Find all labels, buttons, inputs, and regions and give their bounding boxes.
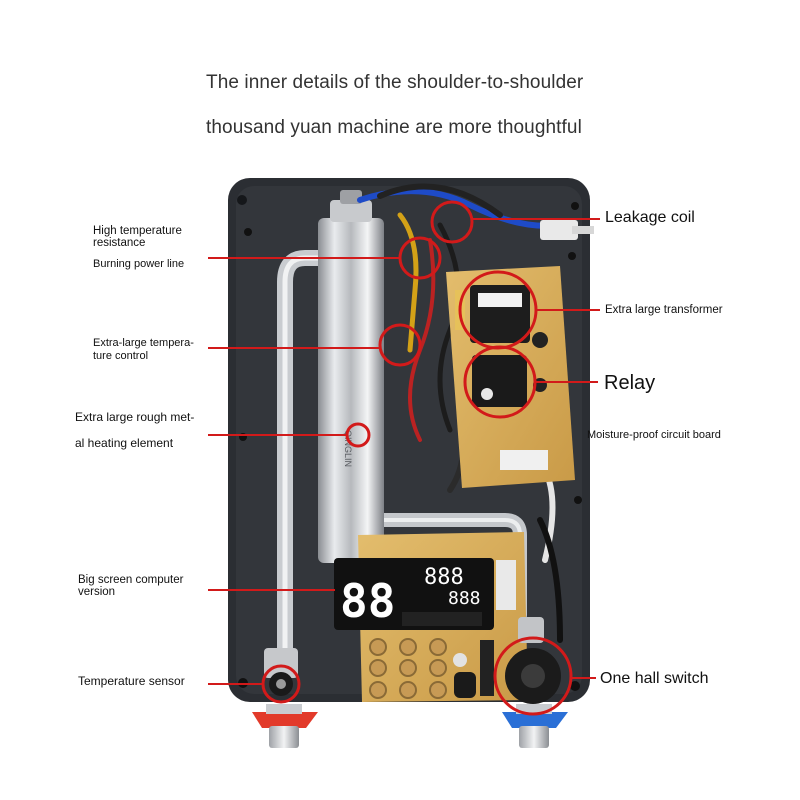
label-power-line-2: resistance xyxy=(93,237,146,249)
label-temp-control-2: ture control xyxy=(93,350,149,362)
leakage-coil-plug xyxy=(540,220,594,240)
heading-line-2: thousand yuan machine are more thoughtfu… xyxy=(206,117,582,138)
label-relay: Relay xyxy=(604,372,656,394)
label-power-line-3: Burning power line xyxy=(93,258,185,270)
callout-circle-leakage xyxy=(430,200,474,244)
display-mid-digits: 888 xyxy=(448,588,481,609)
callouts xyxy=(208,200,600,716)
main-circuit-board xyxy=(446,266,575,488)
heading-line-1: The inner details of the shoulder-to-sho… xyxy=(206,72,584,93)
display-top-digits: 888 xyxy=(424,565,464,590)
label-heating-2: al heating element xyxy=(75,436,174,450)
label-transformer: Extra large transformer xyxy=(605,304,723,316)
label-power-line-1: High temperature xyxy=(93,225,182,237)
display-big-digits: 88 xyxy=(340,574,395,628)
label-leakage-coil: Leakage coil xyxy=(605,209,695,226)
brand-vertical-text: QINGLIN xyxy=(343,430,353,467)
callout-circle-temp-control xyxy=(378,323,422,367)
relay xyxy=(472,355,527,407)
callout-circle-hall xyxy=(493,636,573,716)
cold-water-inlet xyxy=(502,704,568,748)
label-computer-2: version xyxy=(78,586,116,598)
hot-water-outlet xyxy=(252,704,318,748)
display-board: 88 888 888 xyxy=(334,532,528,702)
label-temp-control-1: Extra-large tempera- xyxy=(93,337,194,349)
label-temperature-sensor: Temperature sensor xyxy=(78,674,185,688)
label-heating-1: Extra large rough met- xyxy=(75,410,195,424)
label-circuit-board: Moisture-proof circuit board xyxy=(587,429,721,441)
heating-element: QINGLIN xyxy=(318,190,384,563)
label-computer-1: Big screen computer xyxy=(78,574,184,586)
temperature-sensor xyxy=(264,648,298,696)
hall-switch xyxy=(505,617,561,704)
label-hall-switch: One hall switch xyxy=(600,670,709,687)
